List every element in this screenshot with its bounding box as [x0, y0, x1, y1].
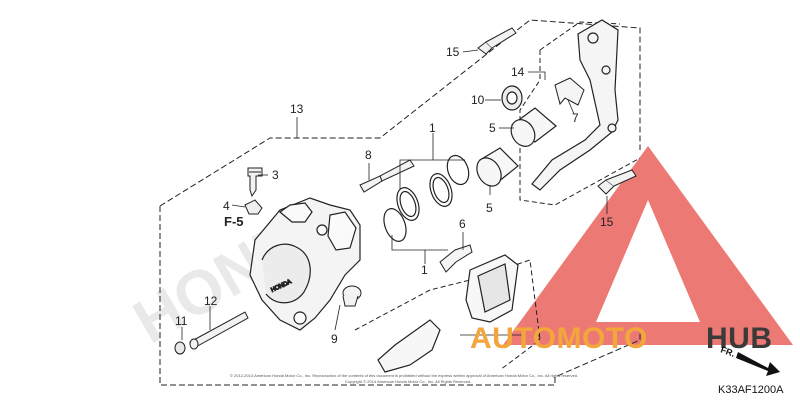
brake-pad-front [377, 319, 441, 373]
piston-right [510, 107, 557, 147]
pad-pin-plug [174, 341, 186, 355]
callout-1-upper: 1 [429, 121, 436, 135]
callout-3: 3 [272, 168, 279, 182]
retainer-clip [554, 77, 585, 106]
pad-pin [189, 311, 249, 350]
callout-1-lower: 1 [421, 263, 428, 277]
callout-2: 2 [534, 329, 541, 343]
bleeder-valve [247, 167, 263, 198]
direction-label: FR. [719, 344, 736, 358]
callout-15-upper: 15 [446, 45, 460, 59]
callout-8: 8 [365, 148, 372, 162]
callout-5-lower: 5 [486, 201, 493, 215]
watermark-triangle-icon [503, 146, 793, 345]
callout-15-lower: 15 [600, 215, 614, 229]
watermark-brand-hub: HUB [706, 322, 773, 355]
piston-left [476, 147, 519, 187]
diagram-code: K33AF1200A [718, 384, 784, 396]
front-direction-arrow-icon [736, 352, 780, 376]
brake-pad-rear [465, 254, 519, 323]
copyright-line-1: © 2012-2013 American Honda Motor Co., In… [230, 373, 578, 378]
callout-7: 7 [572, 111, 579, 125]
bracket-bolt-lower [597, 169, 637, 195]
pin-boot [501, 85, 523, 111]
watermark-brand-auto: AUTOMOTO [470, 322, 648, 355]
reference-label: F-5 [224, 214, 244, 229]
callout-4: 4 [223, 199, 230, 213]
callout-14: 14 [511, 65, 525, 79]
bleeder-cap [244, 199, 263, 215]
leader-lines [181, 49, 608, 340]
callout-13: 13 [290, 102, 304, 116]
copyright-line-2: Copyright © 2014 American Honda Motor Co… [345, 379, 471, 384]
caliper-bracket [531, 19, 619, 191]
caliper-body: HONDA [249, 197, 361, 331]
bracket-bolt-upper [477, 27, 517, 55]
callout-9: 9 [331, 332, 338, 346]
assembly-boundary [159, 19, 641, 386]
callout-5-upper: 5 [489, 121, 496, 135]
callout-12: 12 [204, 294, 218, 308]
callout-10: 10 [471, 93, 485, 107]
callout-11: 11 [175, 314, 188, 328]
piston-seal [383, 154, 470, 242]
lower-pin [342, 285, 362, 307]
pad-spring [439, 244, 473, 273]
callout-6: 6 [459, 217, 466, 231]
